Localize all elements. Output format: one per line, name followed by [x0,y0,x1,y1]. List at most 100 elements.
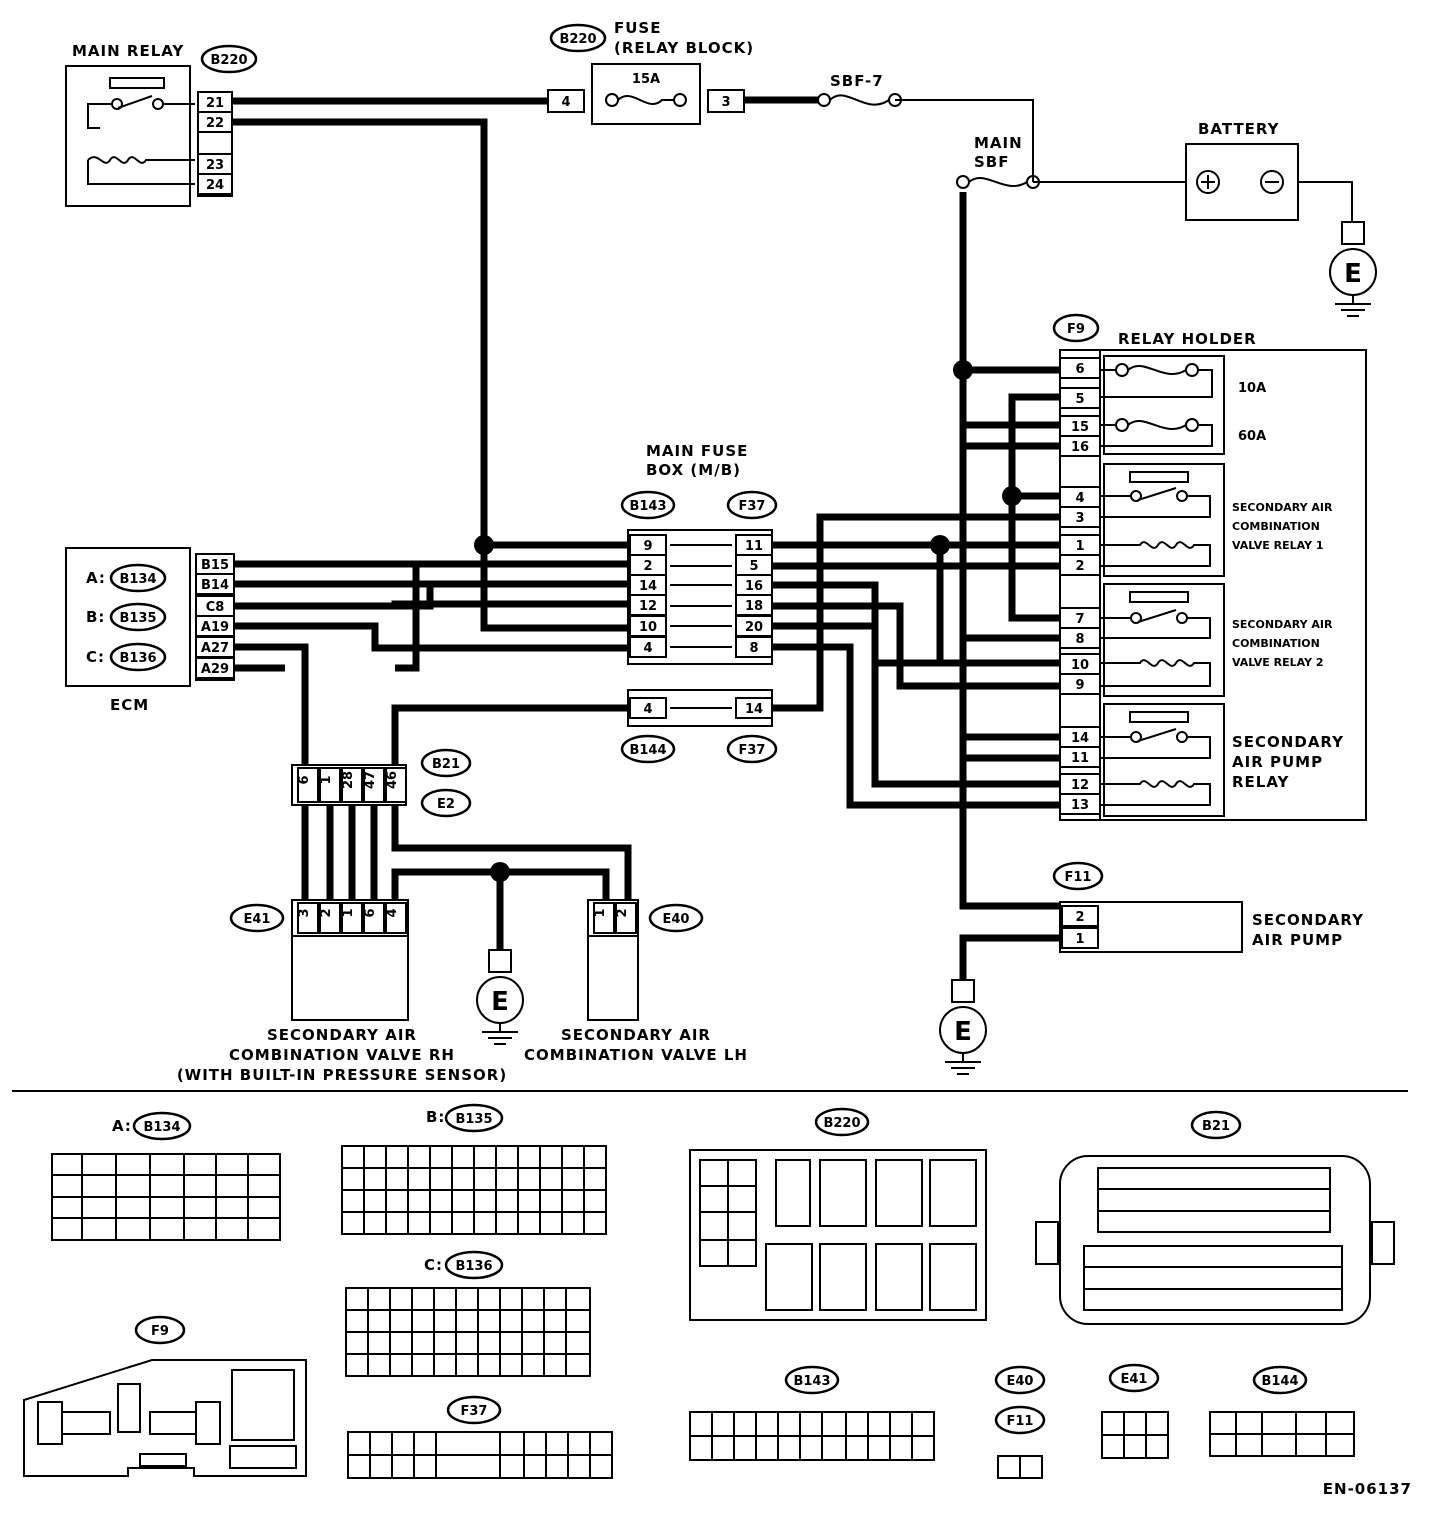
mfb-conn-right: F37 [739,499,766,514]
relay1-label-3: VALVE RELAY 1 [1232,539,1324,552]
svg-text:2: 2 [1075,559,1084,574]
svg-text:B144: B144 [1261,1374,1298,1389]
ecm-label: ECM [110,696,149,714]
svg-text:E40: E40 [1007,1374,1034,1389]
ecm-conn-prefix: B: [86,608,105,626]
svg-text:B:: B: [426,1108,445,1126]
main-relay: MAIN RELAY B220 21 22 23 24 [65,42,258,207]
mfb-lower-left-pin: 4 [643,702,652,717]
fuse-pin-out: 3 [721,95,730,110]
svg-text:1: 1 [1075,539,1084,554]
main-sbf: MAIN SBF [956,134,1040,189]
mfb-left-pins: 9 2 14 12 10 4 [629,534,667,658]
svg-text:11: 11 [1071,751,1089,766]
relay2-label-2: COMBINATION [1232,637,1320,650]
relay2-label-3: VALVE RELAY 2 [1232,656,1324,669]
sbf-7: SBF-7 [817,72,902,107]
svg-text:4: 4 [1075,491,1084,506]
connector-view-e41: E41 [1101,1363,1169,1459]
svg-text:1: 1 [319,775,334,784]
relay2-label-1: SECONDARY AIR [1232,618,1333,631]
svg-text:B136: B136 [455,1259,492,1274]
mfb-lower-right-pin: 14 [745,702,763,717]
main-sbf-label-1: MAIN [974,134,1023,152]
ecm-conn-name: B134 [119,572,156,587]
air-pump-pin: 2 [1075,910,1084,925]
ecm-conn-prefix: C: [86,648,105,666]
main-relay-connector: B220 [210,53,247,68]
svg-text:8: 8 [749,641,758,656]
connector-view-f37: F37 [347,1395,613,1479]
svg-text:2: 2 [643,559,652,574]
svg-text:B21: B21 [1202,1119,1230,1134]
fuse-connector: B220 [559,32,596,47]
svg-text:8: 8 [1075,632,1084,647]
mfb-right-pins: 11 5 16 18 20 8 [735,534,773,658]
svg-text:3: 3 [297,908,312,917]
mfb-label-1: MAIN FUSE [646,442,748,460]
connector-view-b220: B220 [689,1107,987,1321]
connector-view-b135: B: B135 [341,1103,607,1235]
ground-label: E [491,987,509,1017]
svg-text:2: 2 [319,908,334,917]
svg-text:F11: F11 [1007,1414,1034,1429]
valve-rh-label-3: (WITH BUILT-IN PRESSURE SENSOR) [177,1066,507,1084]
ground-battery: E [1329,221,1377,317]
air-pump-pin: 1 [1075,932,1084,947]
valve-lh-pin: 2 [615,908,630,917]
svg-text:16: 16 [1071,440,1089,455]
ecm: A: B134 B: B135 C: B136 B15 B14 C8 A19 A… [65,547,235,714]
mfb-label-2: BOX (M/B) [646,461,741,479]
mfb-conn-left: B143 [629,499,666,514]
svg-text:5: 5 [749,559,758,574]
svg-text:B220: B220 [823,1116,860,1131]
svg-text:10: 10 [639,620,657,635]
connector-view-b144: B144 [1209,1365,1355,1457]
e2-conn-label: E2 [437,797,455,812]
fuse-label-1: FUSE [614,19,661,37]
ground-pump: E [939,979,987,1075]
svg-text:F9: F9 [151,1324,169,1339]
main-relay-label: MAIN RELAY [72,42,184,60]
air-pump-label-2: AIR PUMP [1252,931,1343,949]
connector-view-b21: B21 [1035,1110,1395,1325]
valve-rh-pins: 3 2 1 6 4 [297,902,407,934]
air-pump: F11 2 1 SECONDARY AIR PUMP [1052,861,1363,953]
svg-text:B135: B135 [455,1112,492,1127]
connector-view-b134: A: B134 [51,1111,281,1241]
connector-view-b136: C: B136 [345,1250,591,1377]
svg-text:47: 47 [363,771,378,789]
air-pump-connector: F11 [1065,870,1092,885]
svg-text:9: 9 [643,539,652,554]
ecm-pins: B15 B14 C8 A19 A27 A29 [195,553,235,679]
svg-text:6: 6 [297,775,312,784]
svg-text:1: 1 [341,908,356,917]
battery-label: BATTERY [1198,120,1280,138]
ground-valves: E [476,949,524,1045]
svg-text:A27: A27 [201,641,229,656]
mfb-lower-conn-left: B144 [629,743,666,758]
ground-label: E [1344,259,1362,289]
svg-text:11: 11 [745,539,763,554]
b21-e2-connector: 6 1 28 47 46 B21 E2 [291,748,472,818]
relay1-label-2: COMBINATION [1232,520,1320,533]
svg-text:7: 7 [1075,612,1084,627]
fuse-label-2: (RELAY BLOCK) [614,39,754,57]
mfb-lower-conn-right: F37 [739,743,766,758]
relay-holder-label: RELAY HOLDER [1118,330,1257,348]
ground-label: E [954,1017,972,1047]
connector-view-e40-f11: E40 F11 [994,1365,1046,1479]
main-fuse-box: MAIN FUSE BOX (M/B) B143 F37 9 2 14 12 1… [620,442,778,764]
svg-text:46: 46 [385,771,400,789]
valve-lh-label-1: SECONDARY AIR [561,1026,711,1044]
svg-text:E41: E41 [1121,1372,1148,1387]
b21-pins: 6 1 28 47 46 [297,767,407,803]
connector-view-f9: F9 [23,1315,307,1477]
svg-text:28: 28 [341,771,356,789]
svg-text:5: 5 [1075,392,1084,407]
main-relay-pin: 23 [206,158,224,173]
svg-text:10: 10 [1071,658,1089,673]
battery: BATTERY [1185,120,1299,221]
fuse-relay-block: B220 FUSE (RELAY BLOCK) 4 15A 3 [547,19,754,125]
